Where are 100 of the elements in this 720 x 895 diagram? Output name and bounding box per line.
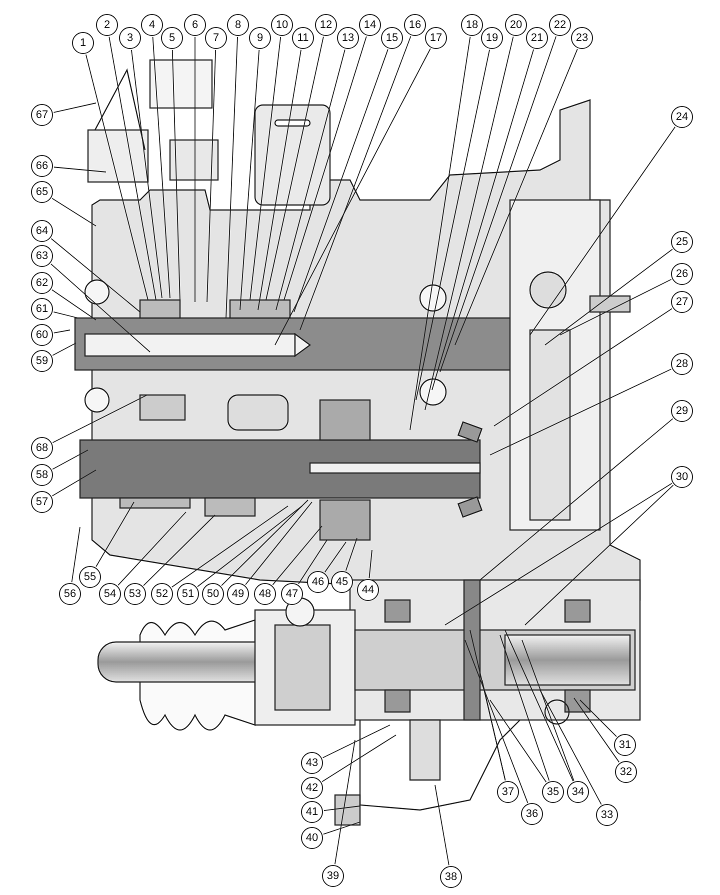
- leader-line: [368, 550, 372, 578]
- callout-number: 28: [671, 353, 693, 375]
- callout-number: 12: [315, 14, 337, 36]
- callout-number: 14: [359, 14, 381, 36]
- callout-number: 54: [99, 583, 121, 605]
- leader-line: [482, 680, 506, 781]
- leader-line: [504, 630, 574, 782]
- leader-line: [50, 264, 150, 352]
- leader-line: [300, 36, 412, 330]
- leader-line: [560, 278, 672, 336]
- callout-number: 16: [404, 14, 426, 36]
- callout-number: 66: [31, 155, 53, 177]
- callout-number: 58: [31, 464, 53, 486]
- callout-number: 19: [481, 27, 503, 49]
- leader-line: [298, 540, 328, 584]
- leader-line: [322, 822, 360, 835]
- leader-line: [444, 482, 672, 626]
- leader-line: [50, 238, 140, 312]
- leader-line: [410, 36, 471, 430]
- leader-line: [52, 342, 76, 356]
- leader-line: [131, 49, 162, 298]
- callout-number: 57: [31, 491, 53, 513]
- callout-number: 38: [440, 866, 462, 888]
- leader-line: [53, 330, 70, 334]
- leader-line: [530, 126, 676, 336]
- callout-number: 47: [281, 583, 303, 605]
- callout-number: 2: [96, 14, 118, 36]
- leader-line: [258, 49, 302, 310]
- callout-number: 11: [292, 27, 314, 49]
- callout-number: 63: [31, 245, 53, 267]
- callout-number: 64: [31, 220, 53, 242]
- callout-number: 48: [254, 583, 276, 605]
- leader-line: [434, 784, 450, 866]
- leader-line: [53, 102, 96, 113]
- callout-number: 6: [184, 14, 206, 36]
- callout-number: 49: [227, 583, 249, 605]
- callout-number: 1: [72, 32, 94, 54]
- callout-number: 26: [671, 263, 693, 285]
- leader-line: [172, 50, 180, 300]
- leader-line: [51, 289, 96, 320]
- callout-number: 29: [671, 400, 693, 422]
- callout-number: 51: [177, 583, 199, 605]
- callout-number: 25: [671, 231, 693, 253]
- callout-number: 20: [505, 14, 527, 36]
- callout-number: 39: [322, 865, 344, 887]
- leader-line: [524, 484, 674, 626]
- callout-number: 68: [31, 437, 53, 459]
- leader-line: [221, 500, 308, 586]
- leader-line: [574, 698, 620, 763]
- callout-number: 30: [671, 466, 693, 488]
- leader-line: [108, 36, 156, 300]
- leader-line: [206, 50, 216, 302]
- callout-number: 40: [301, 827, 323, 849]
- leader-line: [490, 700, 547, 783]
- leader-line: [52, 470, 96, 496]
- leader-line: [53, 311, 78, 318]
- leader-line: [152, 36, 170, 298]
- callout-number: 27: [671, 291, 693, 313]
- callout-number: 15: [381, 27, 403, 49]
- callout-number: 52: [151, 583, 173, 605]
- callout-number: 22: [549, 14, 571, 36]
- callout-number: 5: [161, 27, 183, 49]
- callout-number: 61: [31, 298, 53, 320]
- leader-line: [143, 514, 216, 586]
- callout-number: 21: [526, 27, 548, 49]
- callout-number: 62: [31, 272, 53, 294]
- leader-line: [52, 198, 96, 226]
- leader-line: [490, 368, 672, 456]
- callout-number: 13: [337, 27, 359, 49]
- leader-line: [424, 36, 514, 410]
- leader-line: [454, 48, 578, 346]
- leader-line: [416, 49, 490, 400]
- leader-line: [580, 700, 617, 737]
- callout-number: 7: [205, 27, 227, 49]
- callout-number: 35: [542, 781, 564, 803]
- leader-line: [240, 50, 260, 310]
- leader-line: [52, 394, 148, 444]
- leader-line: [334, 740, 356, 865]
- leader-line: [432, 49, 534, 390]
- leader-line: [500, 634, 550, 782]
- callout-number: 4: [141, 14, 163, 36]
- callout-number: 24: [671, 106, 693, 128]
- leader-line: [294, 48, 388, 312]
- leader-line: [276, 49, 346, 310]
- callout-number: 41: [301, 801, 323, 823]
- leader-line: [86, 54, 148, 300]
- callout-number: 8: [227, 14, 249, 36]
- callout-number: 67: [31, 104, 53, 126]
- leader-line: [544, 248, 673, 346]
- callout-number: 65: [31, 181, 53, 203]
- leader-line: [522, 640, 574, 782]
- callout-number: 55: [79, 566, 101, 588]
- callout-number: 17: [425, 27, 447, 49]
- callout-number: 56: [59, 583, 81, 605]
- leader-line: [440, 36, 557, 372]
- leader-line: [197, 506, 302, 588]
- leader-line: [540, 690, 602, 805]
- callout-number: 34: [567, 781, 589, 803]
- leader-line: [322, 734, 396, 782]
- leader-line: [480, 418, 674, 580]
